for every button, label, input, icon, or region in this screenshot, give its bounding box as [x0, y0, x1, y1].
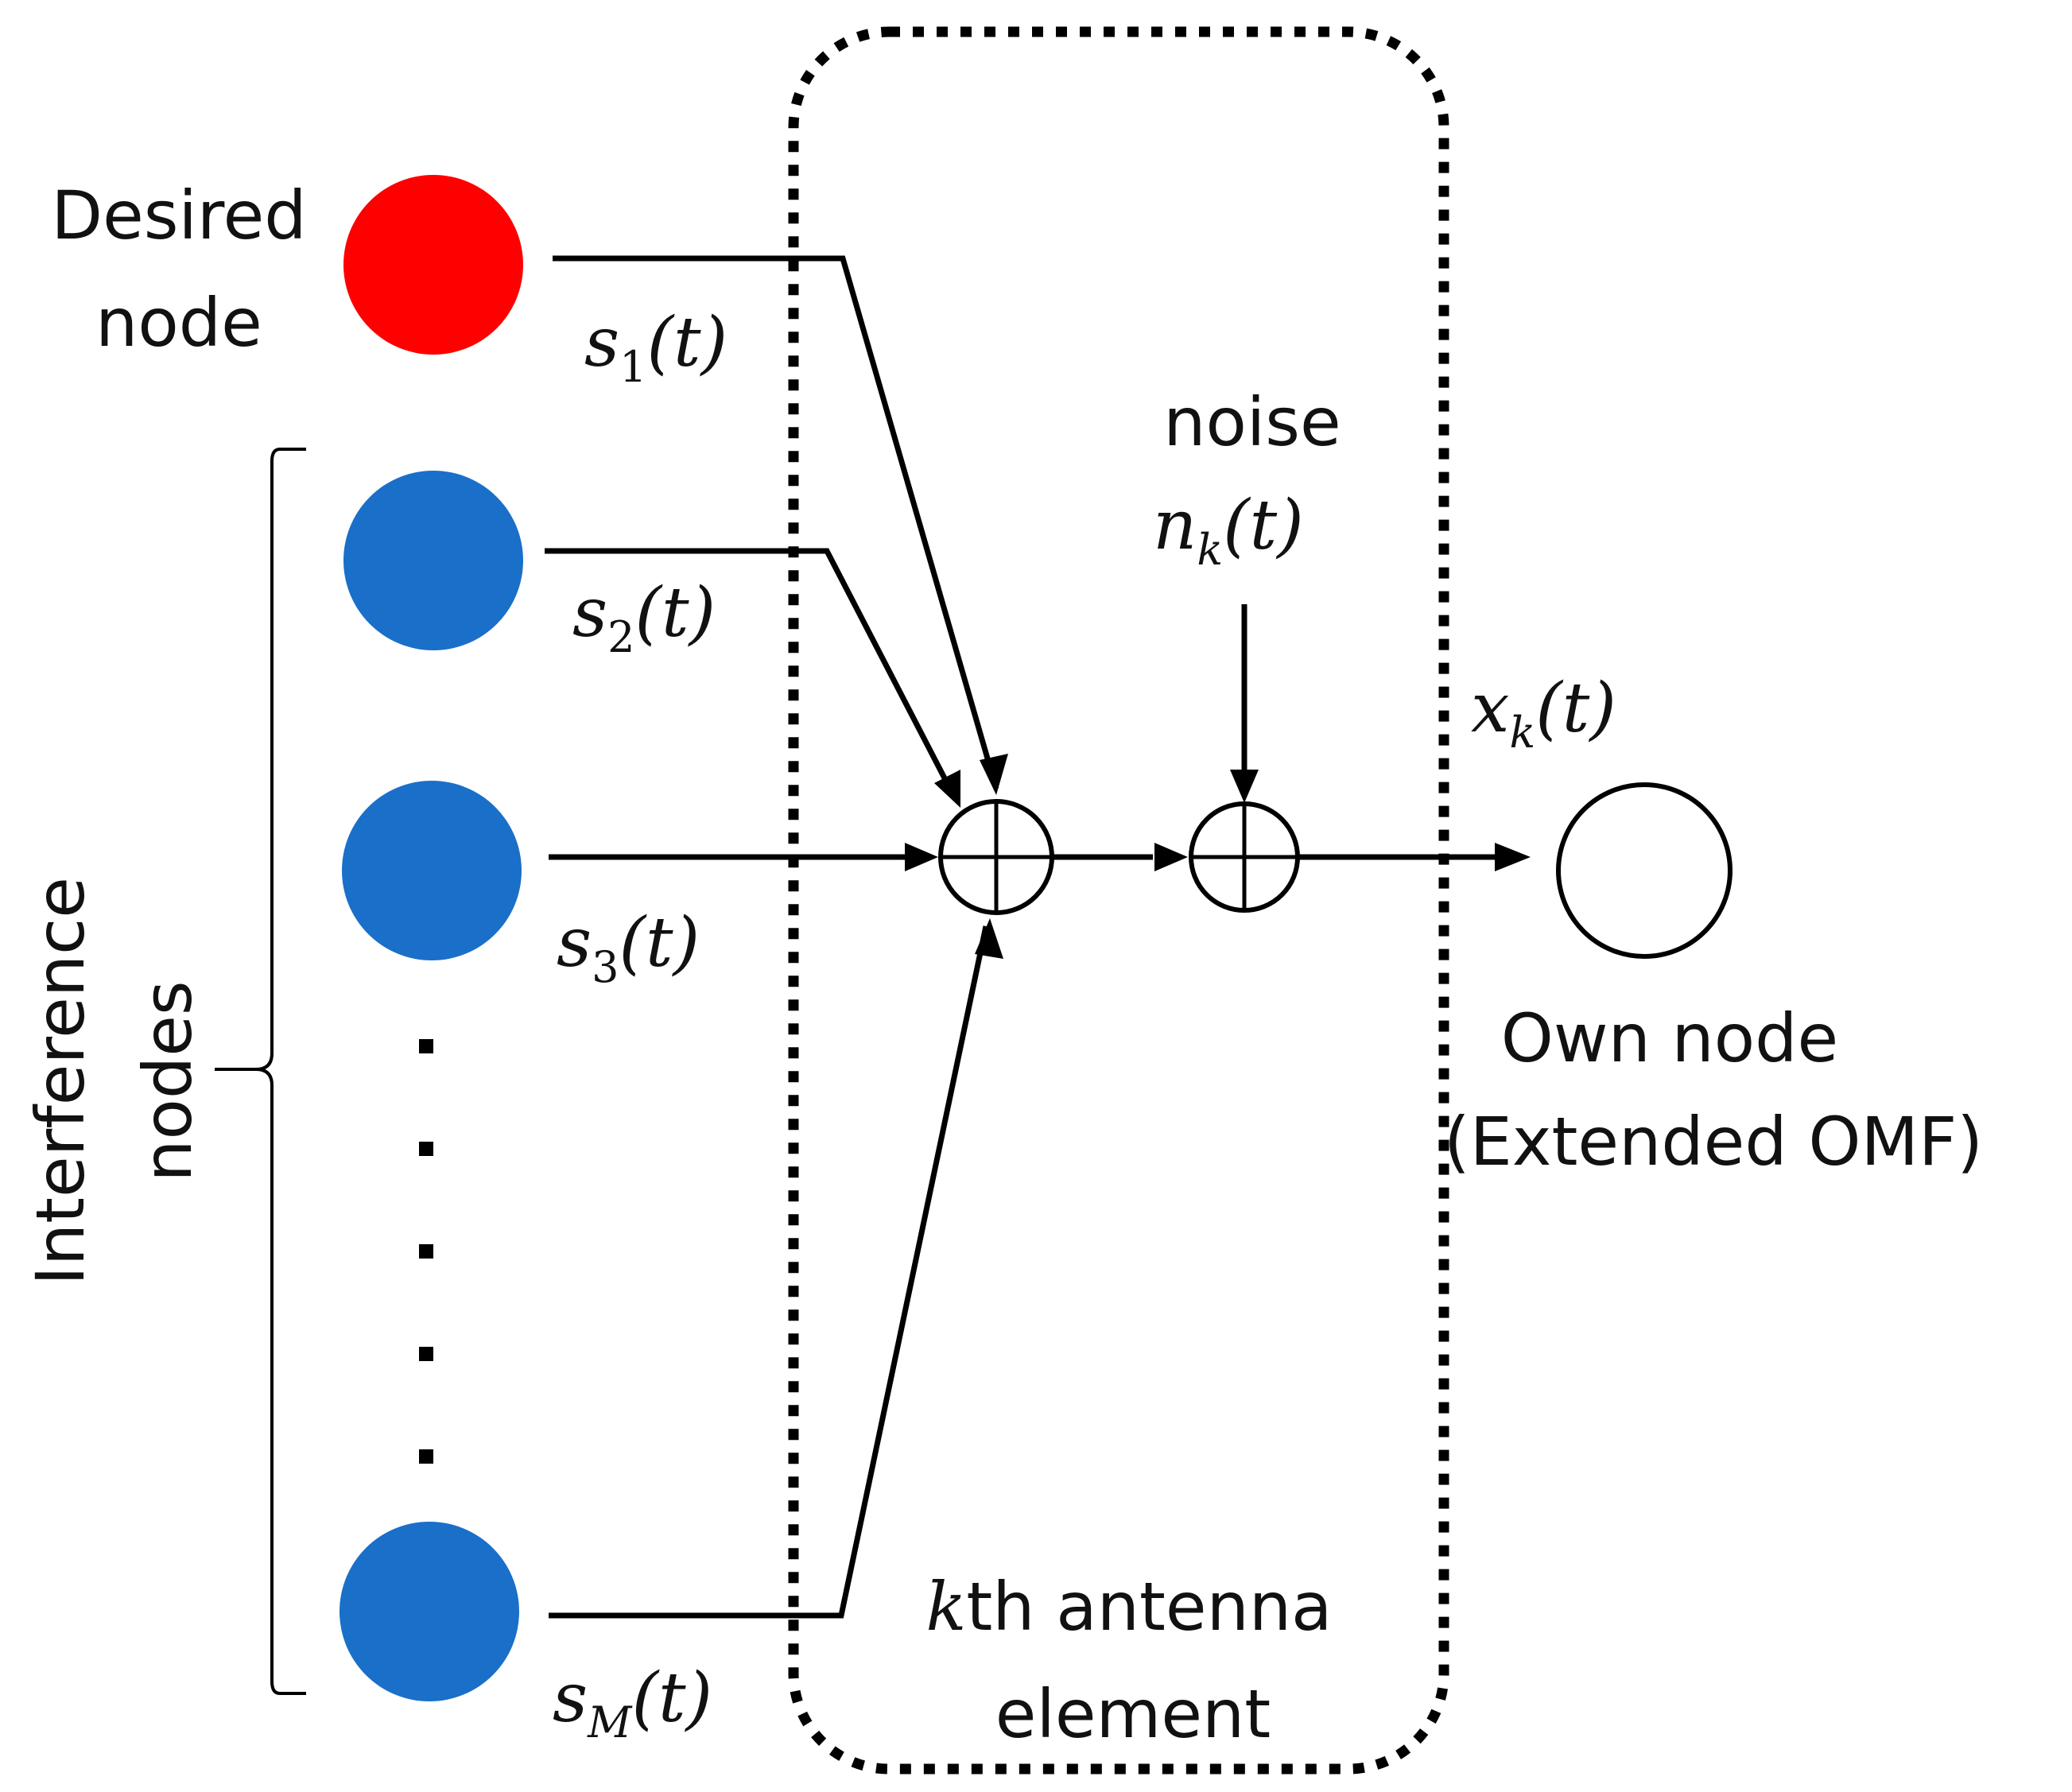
- signal-label-s1: s1(t): [584, 303, 728, 392]
- signal-label-s2: s2(t): [572, 573, 716, 662]
- signal-wire-sM: [549, 918, 1003, 1619]
- interference-node-2: [343, 471, 523, 650]
- output-arrow: [1298, 843, 1531, 871]
- antenna-element-label-line2: element: [995, 1675, 1271, 1753]
- desired-node-label-line1: Desired: [51, 176, 306, 254]
- interference-nodes-label-line2: nodes: [129, 980, 207, 1181]
- interference-nodes-label-line1: Interference: [21, 877, 99, 1286]
- output-signal-label: xk(t): [1471, 669, 1616, 758]
- noise-label: noise: [1163, 383, 1341, 461]
- antenna-element-label-line1: kth antenna: [925, 1568, 1332, 1646]
- own-node-label-line2: (Extended OMF): [1444, 1103, 1983, 1181]
- noise-signal-label: nk(t): [1153, 486, 1304, 575]
- summing-junction-icon: [1189, 801, 1300, 913]
- noise-arrow: [1230, 604, 1259, 803]
- desired-node: [343, 175, 523, 355]
- antenna-element-boundary: [788, 26, 1449, 1775]
- wire-summer-to-noise-adder: [1052, 843, 1188, 871]
- signal-wire-s2: [545, 548, 960, 808]
- interference-nodes-brace: [215, 448, 306, 1695]
- interference-node-M: [340, 1522, 519, 1701]
- own-node-label-line1: Own node: [1501, 999, 1838, 1077]
- vertical-ellipsis-icon: [419, 1039, 433, 1464]
- interference-node-3: [342, 781, 522, 960]
- interference-nodes-label: Interference nodes: [21, 877, 207, 1286]
- signal-wire-s1: [553, 255, 1008, 795]
- own-node: [1556, 782, 1732, 959]
- summing-junction-icon: [938, 799, 1054, 915]
- signal-wire-s3: [549, 843, 938, 871]
- signal-label-s3: s3(t): [557, 903, 700, 992]
- desired-node-label-line2: node: [95, 284, 262, 362]
- signal-label-sM: sM(t): [553, 1658, 712, 1747]
